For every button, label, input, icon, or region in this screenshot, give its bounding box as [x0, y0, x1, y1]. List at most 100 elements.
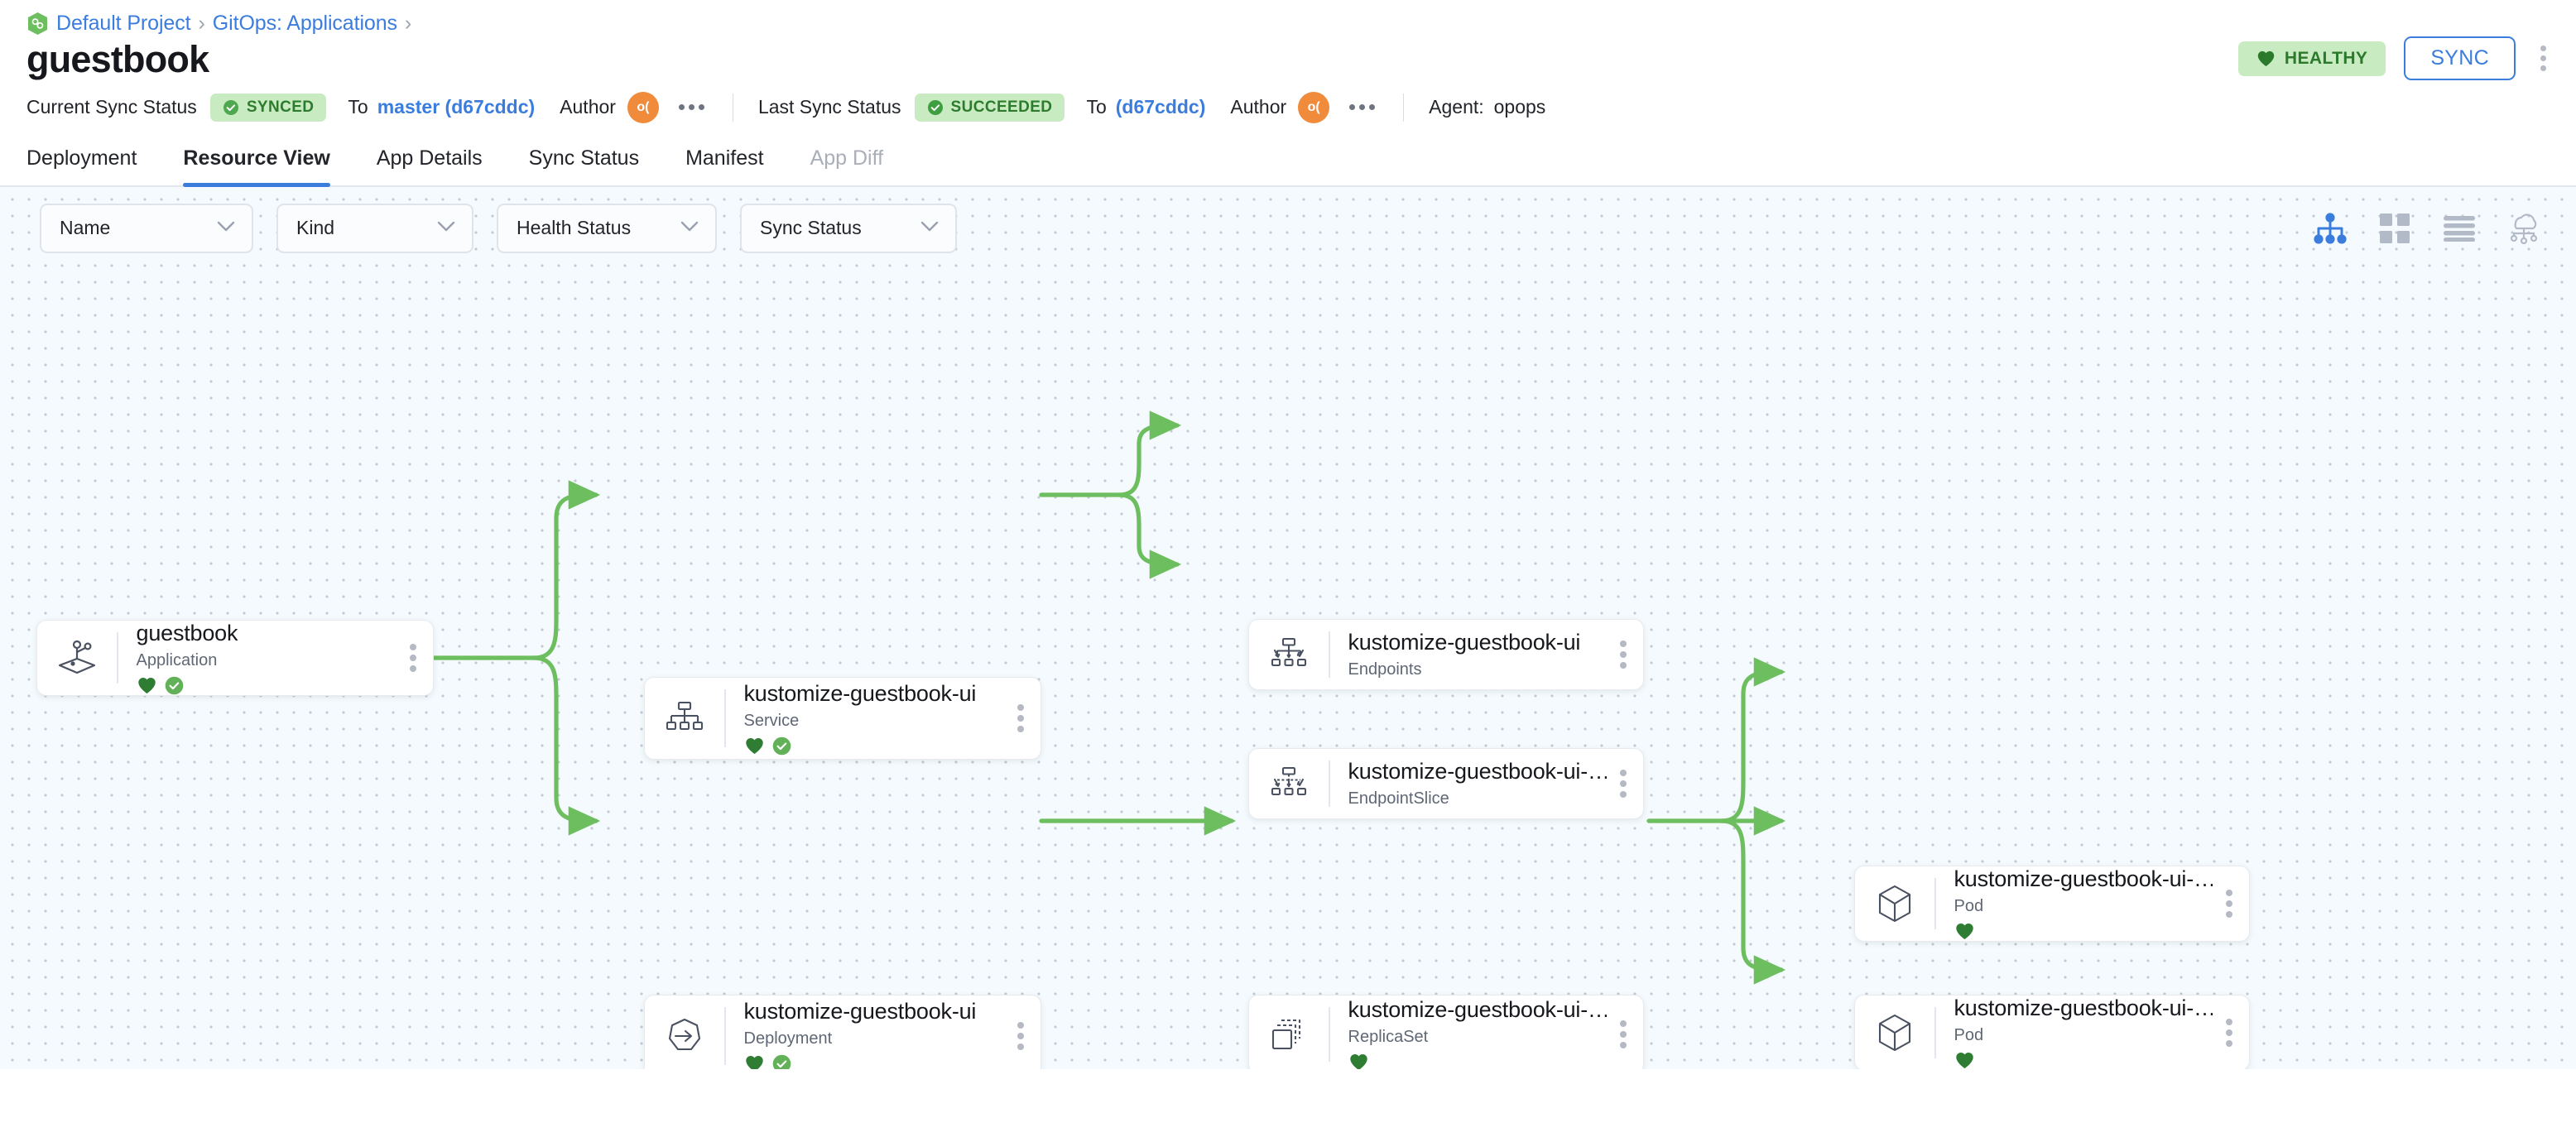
endpointslice-icon [1249, 766, 1329, 801]
node-kind: EndpointSlice [1348, 789, 1449, 808]
divider [117, 631, 118, 684]
tab-app-details[interactable]: App Details [376, 146, 483, 170]
graph-node-endpoints[interactable]: kustomize-guestbook-ui Endpoints [1248, 618, 1644, 690]
filter-name[interactable]: Name [40, 203, 253, 253]
last-revision-link[interactable]: (d67cddc) [1115, 96, 1206, 118]
node-info: kustomize-guestbook-ui-… Pod [1936, 866, 2222, 941]
healthy-heart-icon [1955, 924, 1973, 940]
status-badge-health: HEALTHY [2237, 41, 2386, 76]
last-sync-status-badge-label: SUCCEEDED [950, 98, 1053, 116]
current-author-label: Author [560, 96, 616, 118]
divider [1403, 93, 1405, 122]
node-info: kustomize-guestbook-ui Service [726, 680, 1013, 756]
graph-toolbar: Name Kind Health Status Sync Status [0, 187, 2576, 270]
resource-graph-canvas[interactable]: Name Kind Health Status Sync Status [0, 186, 2576, 1069]
chevron-down-icon [437, 221, 455, 236]
chevron-down-icon [680, 221, 699, 236]
sync-button[interactable]: SYNC [2404, 36, 2516, 80]
current-revision-link[interactable]: master (d67cddc) [377, 96, 536, 118]
node-badges [1954, 921, 2213, 941]
tree-view-icon[interactable] [2311, 209, 2349, 247]
avatar[interactable]: o( [1298, 91, 1330, 123]
graph-node-replicaset[interactable]: kustomize-guestbook-ui-… ReplicaSet [1248, 994, 1644, 1069]
graph-node-service[interactable]: kustomize-guestbook-ui Service [644, 676, 1041, 760]
last-sync-status-badge: SUCCEEDED [914, 93, 1065, 122]
graph-node-deployment[interactable]: kustomize-guestbook-ui Deployment [644, 994, 1041, 1069]
more-horizontal-icon[interactable] [1346, 99, 1378, 115]
healthy-heart-icon [745, 738, 763, 755]
healthy-heart-icon [745, 1056, 763, 1069]
node-menu-icon[interactable] [1012, 696, 1040, 741]
node-menu-icon[interactable] [1012, 1014, 1040, 1058]
breadcrumb-separator: › [198, 11, 205, 35]
node-badges [1954, 1050, 2213, 1069]
node-menu-icon[interactable] [1615, 632, 1643, 677]
tab-manifest[interactable]: Manifest [685, 146, 764, 170]
current-sync-status-label: Current Sync Status [26, 96, 197, 118]
tab-resource-view[interactable]: Resource View [160, 146, 353, 187]
node-menu-icon[interactable] [2221, 1010, 2249, 1055]
header-actions: HEALTHY SYNC [2237, 36, 2553, 80]
grid-view-icon[interactable] [2376, 209, 2414, 247]
node-badges [744, 1053, 1005, 1069]
divider [1329, 1006, 1330, 1062]
node-info: kustomize-guestbook-ui Deployment [726, 998, 1013, 1069]
network-view-icon[interactable] [2505, 209, 2543, 247]
breadcrumb-item-gitops-applications[interactable]: GitOps: Applications [212, 11, 397, 35]
node-info: kustomize-guestbook-ui-… ReplicaSet [1330, 996, 1616, 1069]
view-toggle-group [2311, 187, 2543, 270]
node-name: kustomize-guestbook-ui-… [1348, 759, 1608, 784]
synced-check-icon [165, 676, 183, 694]
node-menu-icon[interactable] [1615, 761, 1643, 806]
node-name: kustomize-guestbook-ui [1348, 630, 1581, 655]
chevron-down-icon [920, 221, 939, 236]
node-name: kustomize-guestbook-ui-… [1954, 995, 2213, 1021]
check-circle-icon [223, 99, 238, 115]
chevron-down-icon [217, 221, 235, 236]
node-kind: ReplicaSet [1348, 1028, 1429, 1047]
node-badges [1348, 1052, 1608, 1069]
node-menu-icon[interactable] [1615, 1012, 1643, 1057]
more-vertical-icon[interactable] [2534, 41, 2553, 76]
node-menu-icon[interactable] [2221, 881, 2249, 926]
node-menu-icon[interactable] [405, 636, 433, 680]
filter-health-status[interactable]: Health Status [497, 203, 717, 253]
synced-check-icon [772, 1054, 791, 1069]
current-sync-status-badge: SYNCED [209, 93, 327, 122]
node-badges [137, 675, 397, 695]
tab-bar: Deployment Resource View App Details Syn… [0, 133, 2576, 187]
tab-sync-status[interactable]: Sync Status [528, 146, 640, 170]
graph-node-endpointslice[interactable]: kustomize-guestbook-ui-… EndpointSlice [1248, 747, 1644, 819]
graph-node-pod-1[interactable]: kustomize-guestbook-ui-… Pod [1854, 865, 2250, 942]
tab-app-diff: App Diff [810, 146, 884, 170]
breadcrumb-item-default-project[interactable]: Default Project [56, 11, 191, 35]
tab-deployment[interactable]: Deployment [26, 146, 137, 170]
last-author-label: Author [1230, 96, 1287, 118]
node-info: kustomize-guestbook-ui-… Pod [1936, 995, 2222, 1069]
healthy-heart-icon [137, 678, 156, 694]
sync-status-bar: Current Sync Status SYNCED To master (d6… [0, 80, 2576, 134]
node-kind: Deployment [743, 1029, 833, 1048]
more-horizontal-icon[interactable] [675, 99, 708, 115]
filter-kind[interactable]: Kind [276, 203, 473, 253]
agent-value: opops [1493, 96, 1546, 118]
graph-node-pod-2[interactable]: kustomize-guestbook-ui-… Pod [1854, 994, 2250, 1069]
divider [1934, 1006, 1936, 1058]
node-info: kustomize-guestbook-ui Endpoints [1330, 629, 1616, 679]
list-view-icon[interactable] [2440, 209, 2478, 247]
filter-sync-status[interactable]: Sync Status [740, 203, 957, 253]
divider [724, 688, 726, 747]
healthy-heart-icon [1955, 1053, 1973, 1069]
avatar[interactable]: o( [627, 91, 659, 123]
replicaset-icon [1249, 1016, 1329, 1053]
node-kind: Pod [1954, 897, 1984, 916]
application-icon [37, 637, 117, 679]
current-sync-status-badge-label: SYNCED [246, 98, 315, 116]
filter-health-status-label: Health Status [517, 217, 632, 239]
node-kind: Pod [1954, 1026, 1984, 1045]
divider [724, 1006, 726, 1065]
graph-node-application[interactable]: guestbook Application [36, 619, 434, 696]
endpoints-icon [1249, 637, 1329, 672]
deployment-icon [645, 1016, 724, 1056]
current-to-label: To [348, 96, 368, 118]
